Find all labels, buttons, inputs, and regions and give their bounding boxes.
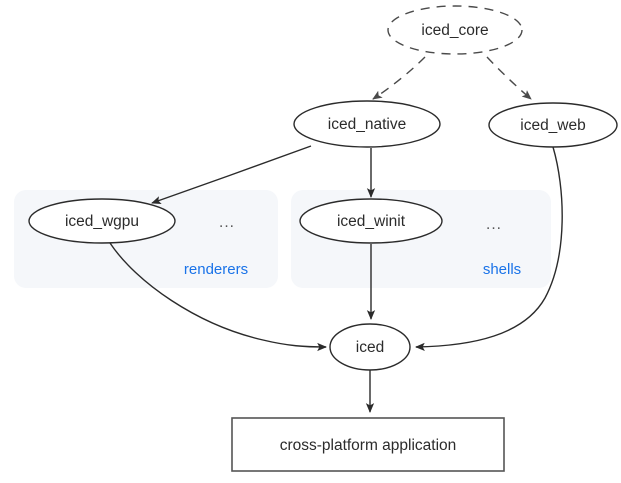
node-iced-native-shape[interactable] <box>293 100 441 148</box>
node-iced-web-label: iced_web <box>520 117 586 134</box>
node-iced[interactable]: iced <box>329 323 411 371</box>
cluster-shells-label: shells <box>483 261 521 278</box>
node-iced-web[interactable]: iced_web <box>488 102 618 148</box>
cluster-renderers-label: renderers <box>184 261 248 278</box>
node-cross-platform-application[interactable]: cross-platform application <box>231 417 505 472</box>
node-iced-wgpu-shape[interactable] <box>28 198 176 244</box>
edge-iced-web-to-iced <box>415 146 563 351</box>
node-iced-native-label: iced_native <box>328 116 406 133</box>
shells-ellipsis-label: ... <box>486 216 502 233</box>
node-iced-core-label: iced_core <box>421 22 488 39</box>
node-iced-core-shape[interactable] <box>387 5 523 55</box>
edge-iced-core-to-iced-web <box>486 56 532 100</box>
renderers-ellipsis-label: ... <box>219 214 235 231</box>
node-cross-platform-application-label: cross-platform application <box>280 437 457 454</box>
node-iced-web-shape[interactable] <box>488 102 618 148</box>
node-iced-wgpu[interactable]: iced_wgpu <box>28 198 176 244</box>
edge-iced-native-to-iced-wgpu <box>151 145 312 204</box>
edge-iced-core-to-iced-native <box>372 56 426 100</box>
edge-iced-wgpu-to-iced <box>109 242 327 352</box>
node-iced-core[interactable]: iced_core <box>387 5 523 55</box>
node-iced-winit-label: iced_winit <box>337 213 406 230</box>
node-iced-winit-shape[interactable] <box>299 198 443 244</box>
node-iced-winit[interactable]: iced_winit <box>299 198 443 244</box>
node-iced-native[interactable]: iced_native <box>293 100 441 148</box>
node-iced-wgpu-label: iced_wgpu <box>65 213 139 230</box>
node-cross-platform-application-shape[interactable] <box>231 417 505 472</box>
node-iced-shape[interactable] <box>329 323 411 371</box>
node-iced-label: iced <box>356 339 384 356</box>
